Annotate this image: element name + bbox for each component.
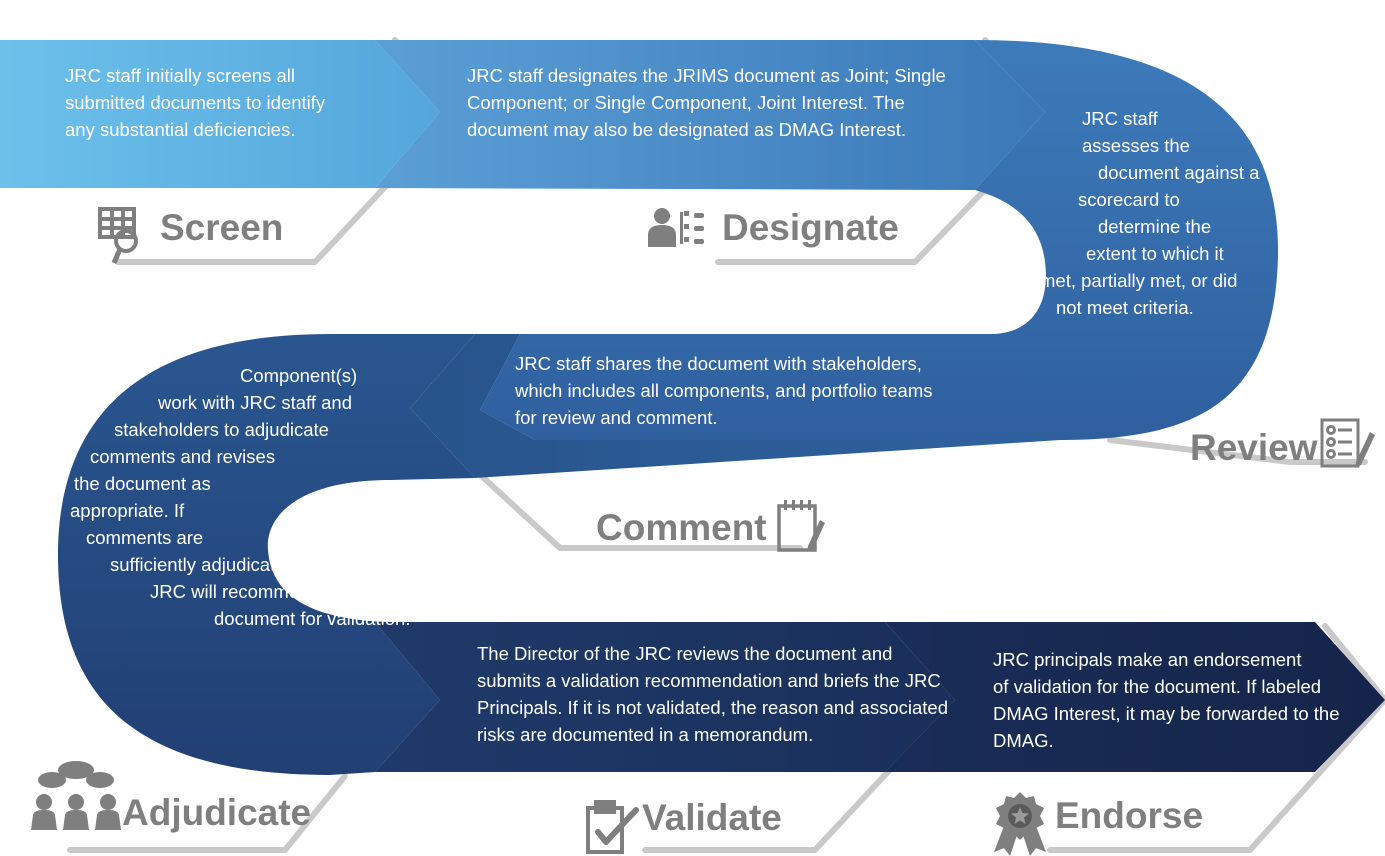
adjudicate-description-line: sufficiently adjudicated, xyxy=(110,554,301,575)
clipboard-check-icon xyxy=(586,800,639,854)
adjudicate-label: Adjudicate xyxy=(122,792,312,833)
endorse-description-line: DMAG. xyxy=(993,730,1054,751)
comment-description: JRC staff shares the document with stake… xyxy=(515,350,933,431)
adjudicate-description-line: comments and revises xyxy=(90,446,276,467)
review-description: JRC staff assesses the document against … xyxy=(1040,105,1259,321)
validate-description-line: The Director of the JRC reviews the docu… xyxy=(477,643,893,664)
review-description-line: not meet criteria. xyxy=(1056,297,1194,318)
comment-description-line: JRC staff shares the document with stake… xyxy=(515,353,922,374)
people-discussion-icon xyxy=(31,761,121,830)
review-description-line: met, partially met, or did xyxy=(1040,270,1238,291)
comment-band xyxy=(410,334,1060,478)
designate-description-line: document may also be designated as DMAG … xyxy=(467,119,907,140)
adjudicate-description-line: stakeholders to adjudicate xyxy=(114,419,329,440)
review-description-line: assesses the xyxy=(1082,135,1190,156)
adjudicate-description-line: appropriate. If xyxy=(70,500,185,521)
adjudicate-description: Component(s) work with JRC staff and sta… xyxy=(70,362,410,632)
endorse-label: Endorse xyxy=(1055,795,1204,836)
designate-description-line: JRC staff designates the JRIMS document … xyxy=(467,65,946,86)
validate-description: The Director of the JRC reviews the docu… xyxy=(477,640,948,748)
award-seal-icon xyxy=(994,792,1046,856)
document-magnifier-icon xyxy=(98,207,138,264)
adjudicate-description-line: JRC will recommend the xyxy=(150,581,351,602)
screen-label: Screen xyxy=(160,207,284,248)
validate-description-line: risks are documented in a memorandum. xyxy=(477,724,814,745)
endorse-description-line: of validation for the document. If label… xyxy=(993,676,1322,697)
adjudicate-description-line: work with JRC staff and xyxy=(158,392,352,413)
review-description-line: scorecard to xyxy=(1078,189,1180,210)
endorse-band xyxy=(885,622,1385,772)
screen-description: JRC staff initially screens all submitte… xyxy=(65,62,325,143)
comment-description-line: which includes all components, and portf… xyxy=(515,380,933,401)
adjudicate-description-line: document for validation. xyxy=(214,608,411,629)
review-label: Review xyxy=(1190,427,1318,468)
designate-label: Designate xyxy=(722,207,899,248)
notepad-pencil-icon xyxy=(777,500,825,552)
designate-description: JRC staff designates the JRIMS document … xyxy=(467,62,946,143)
screen-description-line: any substantial deficiencies. xyxy=(65,119,296,140)
validate-band xyxy=(375,622,955,772)
checklist-pencil-icon xyxy=(1320,418,1375,468)
person-hierarchy-icon xyxy=(648,208,704,247)
endorse-description: JRC principals make an endorsement of va… xyxy=(993,646,1340,754)
review-description-line: extent to which it xyxy=(1086,243,1224,264)
review-band xyxy=(480,40,1279,440)
screen-description-line: submitted documents to identify xyxy=(65,92,326,113)
adjudicate-description-line: the document as xyxy=(74,473,211,494)
screen-description-line: JRC staff initially screens all xyxy=(65,65,295,86)
validate-description-line: submits a validation recommendation and … xyxy=(477,670,941,691)
adjudicate-description-line: Component(s) xyxy=(240,365,358,386)
validate-description-line: Principals. If it is not validated, the … xyxy=(477,697,948,718)
review-description-line: JRC staff xyxy=(1082,108,1158,129)
review-description-line: document against a xyxy=(1098,162,1260,183)
comment-label: Comment xyxy=(596,507,767,548)
designate-band xyxy=(375,40,1045,190)
endorse-description-line: JRC principals make an endorsement xyxy=(993,649,1302,670)
screen-band xyxy=(0,40,440,188)
endorse-description-line: DMAG Interest, it may be forwarded to th… xyxy=(993,703,1340,724)
designate-description-line: Component; or Single Component, Joint In… xyxy=(467,92,905,113)
review-description-line: determine the xyxy=(1098,216,1212,237)
validate-label: Validate xyxy=(642,797,782,838)
comment-description-line: for review and comment. xyxy=(515,407,718,428)
adjudicate-band xyxy=(57,334,475,775)
adjudicate-description-line: comments are xyxy=(86,527,204,548)
